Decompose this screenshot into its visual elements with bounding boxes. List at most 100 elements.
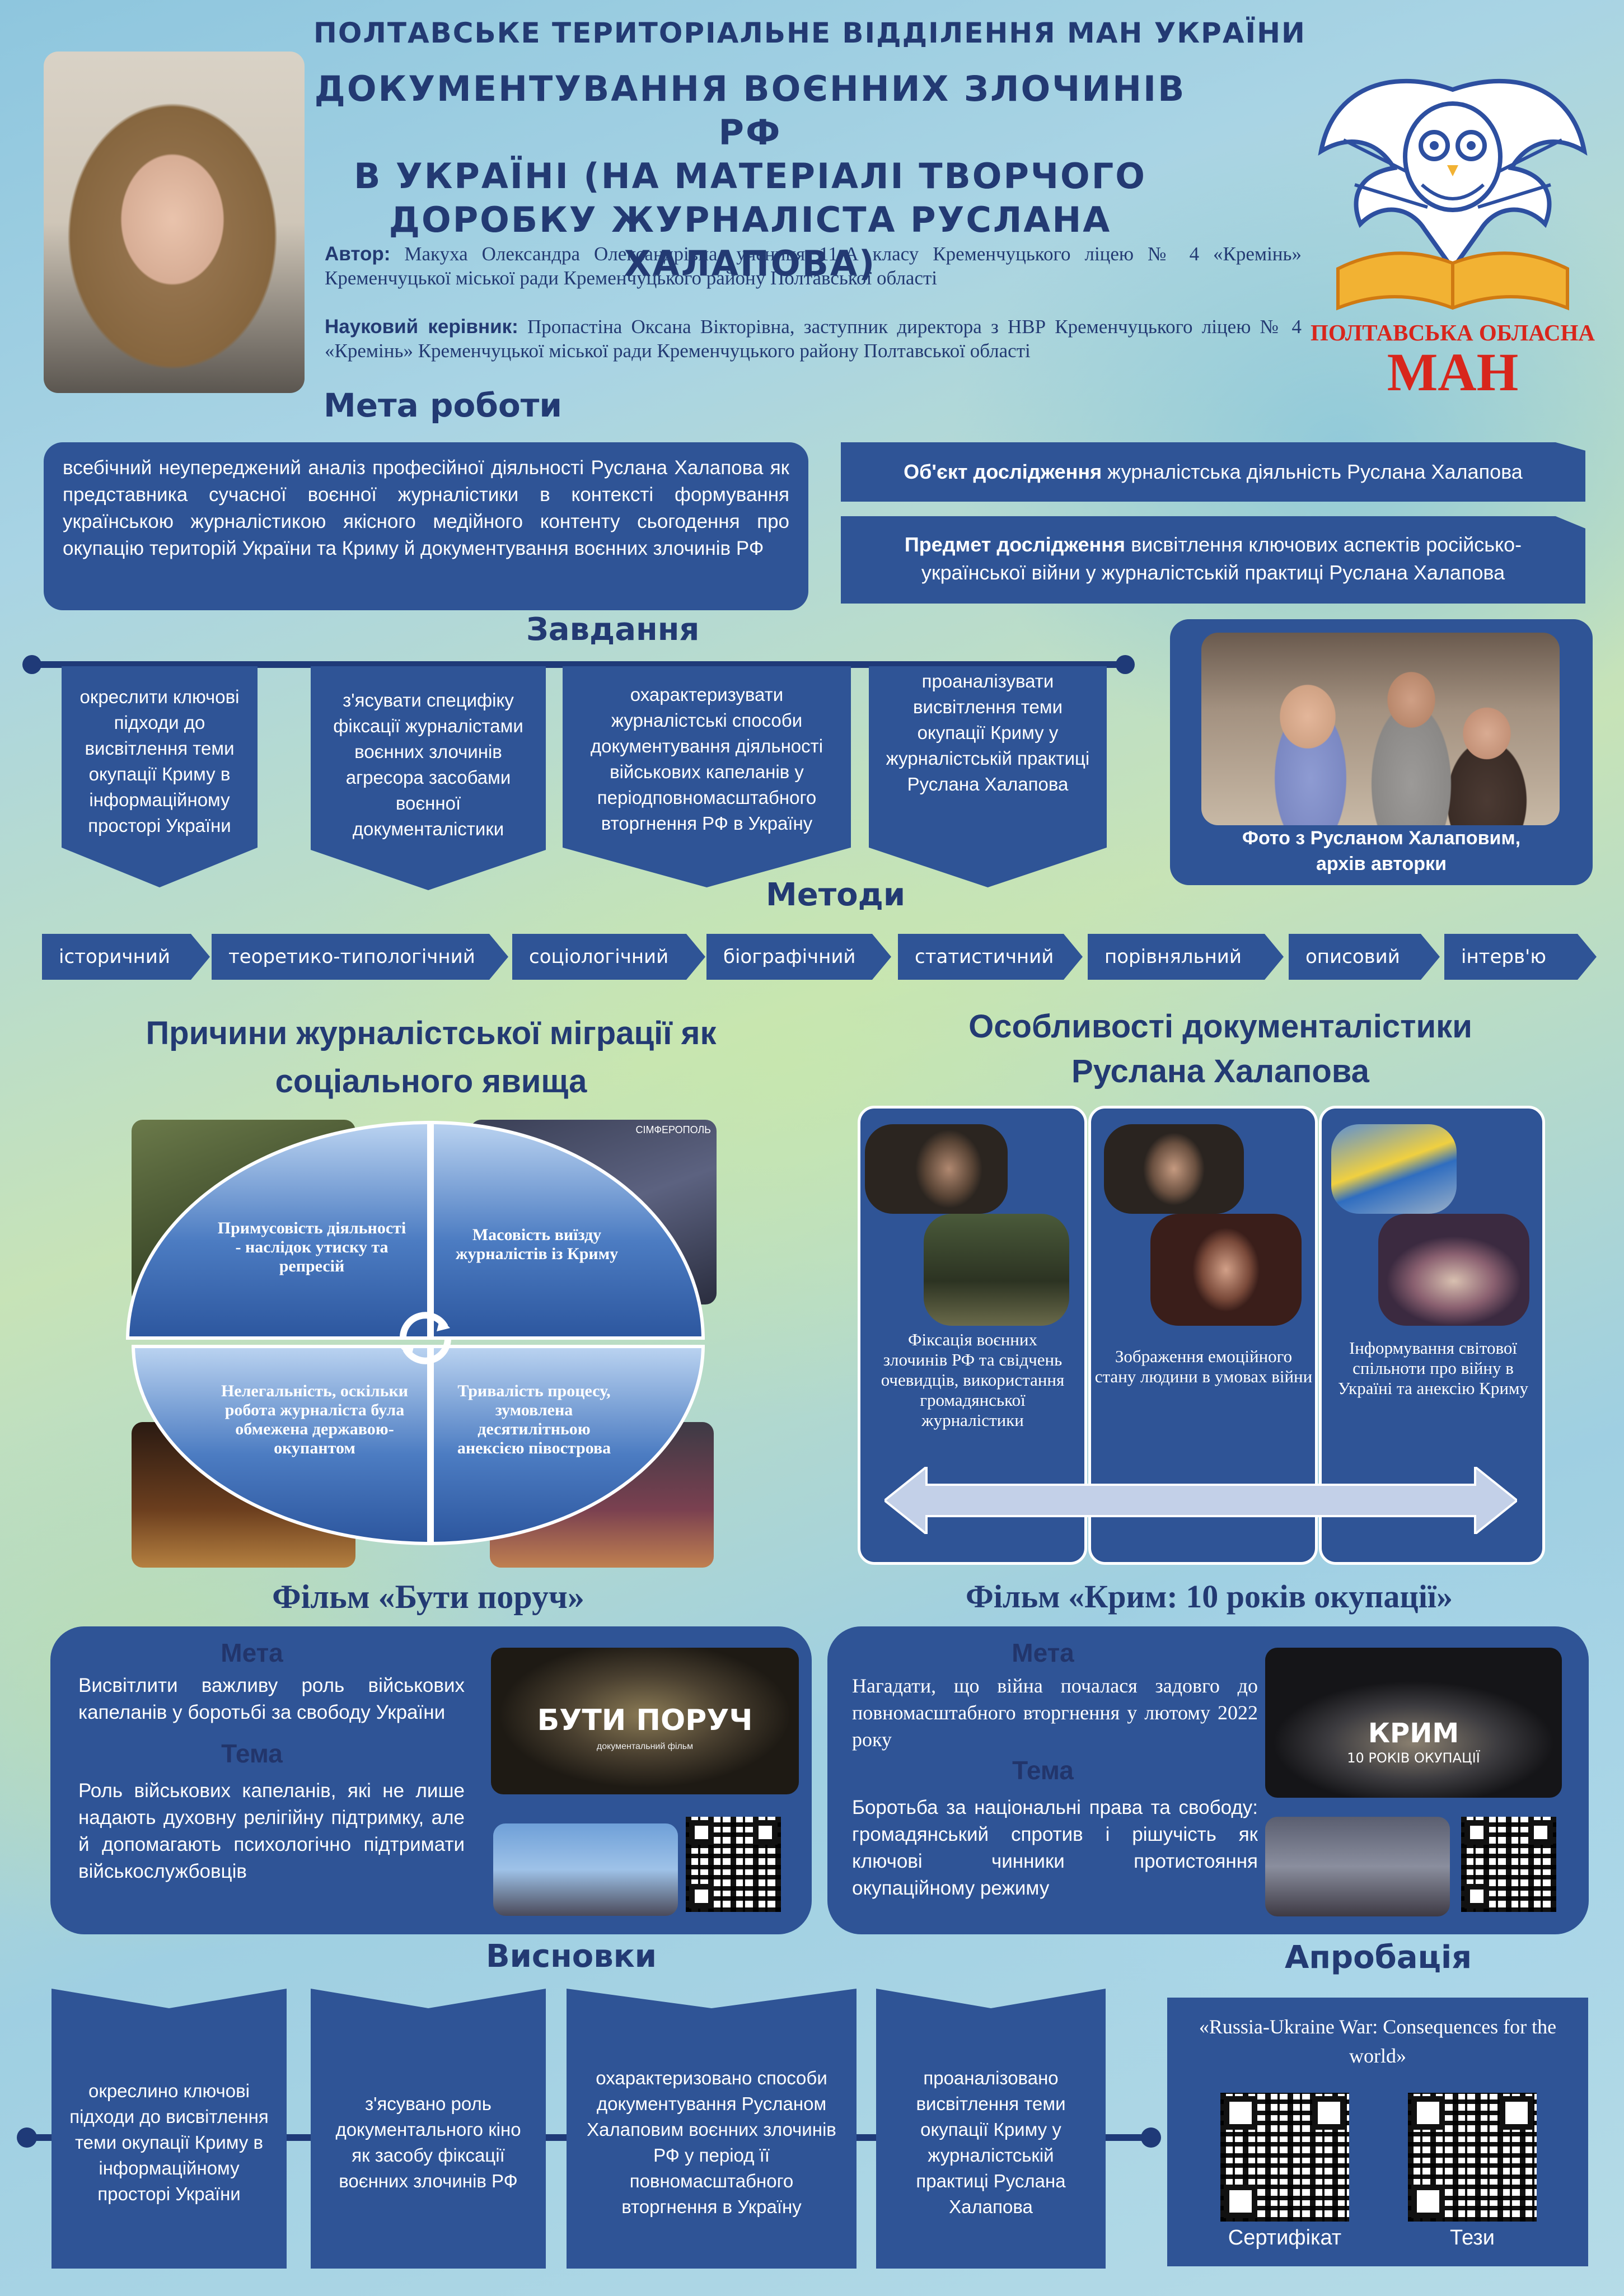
method-2: теоретико-типологічний bbox=[212, 934, 508, 980]
method-4: біографічний bbox=[706, 934, 891, 980]
tasks-timeline-dot-right bbox=[1116, 655, 1135, 674]
object-text: журналістська діяльність Руслана Халапов… bbox=[1102, 460, 1523, 483]
film1-poster-subtitle: документальний фільм bbox=[596, 1742, 694, 1751]
task-1: окреслити ключові підходи до висвітлення… bbox=[62, 666, 258, 887]
film1-poster: БУТИ ПОРУЧ документальний фільм bbox=[491, 1648, 799, 1794]
tasks-timeline-dot-left bbox=[22, 655, 41, 674]
features-heading-line-2: Руслана Халапова bbox=[1071, 1053, 1369, 1089]
feature-text-3: Інформування світової спільноти про війн… bbox=[1337, 1338, 1529, 1398]
method-5: статистичний bbox=[898, 934, 1083, 980]
film2-goal-label: Мета bbox=[1012, 1638, 1074, 1667]
goal-heading: Мета роботи bbox=[324, 386, 562, 424]
logo-line-1: ПОЛТАВСЬКА ОБЛАСНА bbox=[1310, 320, 1595, 345]
owl-book-emblem-icon bbox=[1318, 78, 1588, 311]
features-heading-line-1: Особливості документалістики bbox=[968, 1008, 1472, 1045]
task-4: проаналізувати висвітлення теми окупації… bbox=[869, 666, 1107, 887]
author-label: Автор: bbox=[325, 243, 391, 265]
feature-text-2: Зображення емоційного стану людини в умо… bbox=[1094, 1346, 1313, 1386]
theses-qr-code[interactable] bbox=[1408, 2093, 1537, 2222]
goal-box: всебічний неупереджений аналіз професійн… bbox=[44, 442, 808, 610]
subject-label: Предмет дослідження bbox=[904, 533, 1126, 556]
conference-title: «Russia-Ukraine War: Consequences for th… bbox=[1199, 2016, 1557, 2067]
conclusion-3: охарактеризовано способи документування … bbox=[567, 1989, 857, 2269]
feature-photo-1b bbox=[924, 1214, 1069, 1326]
film2-crowd-photo bbox=[1265, 1817, 1450, 1916]
migration-heading-line-2: соціального явища bbox=[275, 1063, 587, 1100]
feature-photo-2a bbox=[1104, 1124, 1244, 1214]
author-text: Макуха Олександра Олександрівна, учениця… bbox=[325, 243, 1302, 289]
advisor-label: Науковий керівник: bbox=[325, 316, 518, 338]
film2-card: Мета Нагадати, що війна почалася задовго… bbox=[827, 1626, 1589, 1934]
theses-label: Тези bbox=[1449, 2226, 1495, 2250]
film2-theme-text: Боротьба за національні права та свободу… bbox=[852, 1797, 1258, 1899]
author-block: Автор: Макуха Олександра Олександрівна, … bbox=[325, 242, 1302, 290]
title-line-3: ДОРОБКУ ЖУРНАЛІСТА РУСЛАНА bbox=[389, 199, 1112, 240]
author-with-journalist-photo-card: Фото з Русланом Халаповим, архів авторки bbox=[1170, 619, 1593, 885]
task-3: охарактеризувати журналістські способи д… bbox=[563, 666, 851, 887]
feature-photo-1a bbox=[865, 1124, 1008, 1214]
tasks-timeline-line bbox=[28, 661, 1128, 668]
film2-poster-title: КРИМ bbox=[1368, 1718, 1459, 1749]
object-box: Об'єкт дослідження журналістська діяльні… bbox=[841, 442, 1585, 502]
migration-quadrant-3: Нелегальність, оскільки робота журналіст… bbox=[132, 1345, 430, 1545]
object-label: Об'єкт дослідження bbox=[904, 460, 1102, 483]
cycle-arrows-icon bbox=[399, 1312, 452, 1364]
author-portrait bbox=[44, 52, 305, 393]
film2-heading: Фільм «Крим: 10 років окупації» bbox=[966, 1578, 1453, 1615]
film2-qr-code[interactable] bbox=[1461, 1817, 1556, 1912]
film1-church-photo bbox=[493, 1823, 678, 1916]
conclusions-timeline-dot-left bbox=[17, 2127, 37, 2148]
film2-poster: КРИМ 10 РОКІВ ОКУПАЦІЇ bbox=[1265, 1648, 1562, 1798]
photo-caption-line-1: Фото з Русланом Халаповим, bbox=[1242, 827, 1521, 849]
logo-line-2: МАН bbox=[1387, 342, 1519, 402]
conclusion-4: проаналізовано висвітлення теми окупації… bbox=[876, 1989, 1106, 2269]
photo-with-khalapov bbox=[1201, 633, 1560, 825]
photo-caption-line-2: архів авторки bbox=[1316, 853, 1447, 875]
migration-photo-2-label: СІМФЕРОПОЛЬ bbox=[635, 1124, 711, 1135]
film1-theme-text: Роль військових капеланів, які не лише н… bbox=[78, 1780, 465, 1882]
methods-heading: Методи bbox=[766, 877, 906, 913]
subject-text: висвітлення ключових аспектів російсько-… bbox=[921, 533, 1522, 584]
method-1: історичний bbox=[42, 934, 210, 980]
title-line-4: ХАЛАПОВА) bbox=[624, 243, 877, 284]
man-logo: ПОЛТАВСЬКА ОБЛАСНА МАН bbox=[1310, 56, 1595, 403]
film2-theme-label: Тема bbox=[1012, 1756, 1074, 1785]
certificate-label: Сертифікат bbox=[1228, 2226, 1342, 2250]
conclusion-2: з'ясувано роль документального кіно як з… bbox=[311, 1989, 546, 2269]
method-6: порівняльний bbox=[1088, 934, 1284, 980]
feature-photo-3a bbox=[1331, 1124, 1457, 1214]
task-2: з'ясувати специфіку фіксації журналістам… bbox=[311, 666, 546, 890]
method-3: соціологічний bbox=[512, 934, 705, 980]
conclusions-heading: Висновки bbox=[486, 1938, 657, 1975]
feature-photo-2b bbox=[1150, 1214, 1302, 1326]
method-8: інтерв'ю bbox=[1444, 934, 1597, 980]
subject-box: Предмет дослідження висвітлення ключових… bbox=[841, 516, 1585, 604]
title-line-1: ДОКУМЕНТУВАННЯ ВОЄННИХ ЗЛОЧИНІВ РФ bbox=[314, 68, 1186, 153]
advisor-text: Пропастіна Оксана Вікторівна, заступник … bbox=[325, 316, 1302, 362]
page-title: ДОКУМЕНТУВАННЯ ВОЄННИХ ЗЛОЧИНІВ РФ В УКР… bbox=[313, 67, 1187, 286]
migration-heading-line-1: Причини журналістської міграції як bbox=[146, 1015, 717, 1051]
film1-heading: Фільм «Бути поруч» bbox=[272, 1578, 584, 1615]
film1-qr-code[interactable] bbox=[686, 1817, 781, 1912]
film2-goal-text: Нагадати, що війна почалася задовго до п… bbox=[852, 1675, 1258, 1751]
approbation-heading: Апробація bbox=[1285, 1939, 1472, 1976]
conclusion-1: окреслино ключові підходи до висвітлення… bbox=[52, 1989, 287, 2269]
film1-card: Мета Висвітлити важливу роль військових … bbox=[50, 1626, 812, 1934]
conclusions-timeline-dot-right bbox=[1141, 2127, 1161, 2148]
film1-goal-label: Мета bbox=[221, 1638, 283, 1667]
org-title: ПОЛТАВСЬКЕ ТЕРИТОРІАЛЬНЕ ВІДДІЛЕННЯ МАН … bbox=[313, 17, 1306, 49]
tasks-heading: Завдання bbox=[526, 611, 700, 648]
advisor-block: Науковий керівник: Пропастіна Оксана Вік… bbox=[325, 315, 1302, 363]
double-arrow-icon bbox=[884, 1467, 1517, 1534]
title-line-2: В УКРАЇНІ (НА МАТЕРІАЛІ ТВОРЧОГО bbox=[354, 156, 1146, 197]
film1-theme-label: Тема bbox=[221, 1739, 283, 1768]
film2-poster-subtitle: 10 РОКІВ ОКУПАЦІЇ bbox=[1347, 1750, 1480, 1766]
certificate-qr-code[interactable] bbox=[1220, 2093, 1349, 2222]
goal-text: всебічний неупереджений аналіз професійн… bbox=[63, 457, 789, 559]
film1-poster-title: БУТИ ПОРУЧ bbox=[537, 1704, 753, 1737]
method-7: описовий bbox=[1289, 934, 1440, 980]
film1-goal-text: Висвітлити важливу роль військових капел… bbox=[78, 1675, 465, 1723]
approbation-card: «Russia-Ukraine War: Consequences for th… bbox=[1167, 1998, 1588, 2266]
feature-text-1: Фіксація воєнних злочинів РФ та свідчень… bbox=[881, 1330, 1065, 1430]
feature-photo-3b bbox=[1378, 1214, 1529, 1326]
